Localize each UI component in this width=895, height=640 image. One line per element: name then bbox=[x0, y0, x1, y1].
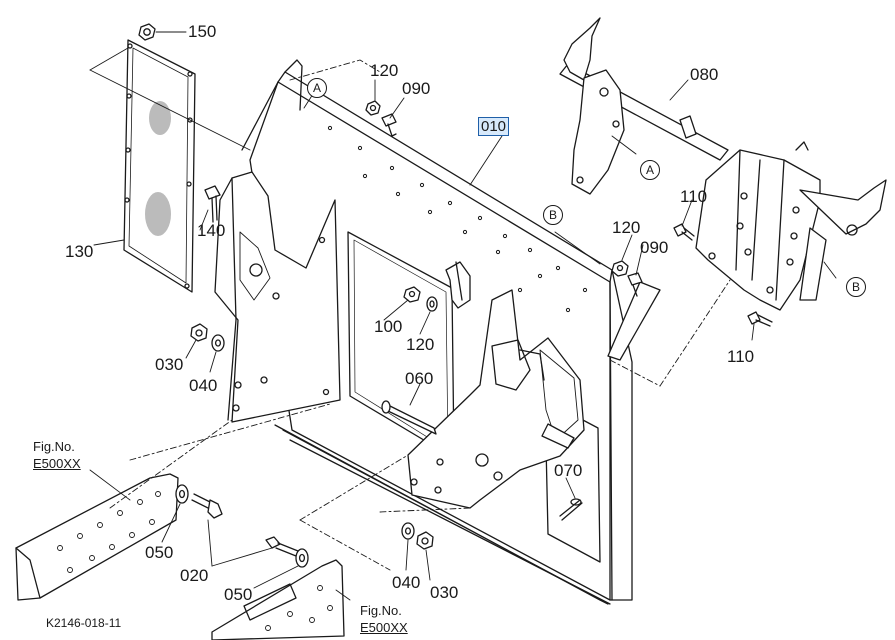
part-label-020[interactable]: 020 bbox=[180, 566, 209, 585]
drawing-id: K2146-018-11 bbox=[46, 616, 122, 630]
washer-050-bottom[interactable] bbox=[295, 548, 309, 568]
part-label-080[interactable]: 080 bbox=[690, 65, 719, 84]
fig-ref-left-title: Fig.No. bbox=[33, 439, 75, 454]
bolt-110-lower[interactable] bbox=[747, 311, 773, 327]
washer-050-left[interactable] bbox=[175, 484, 189, 504]
right-bracket[interactable] bbox=[407, 289, 585, 509]
part-label-050-left[interactable]: 050 bbox=[145, 543, 174, 562]
part-label-100[interactable]: 100 bbox=[374, 317, 403, 336]
split-pin-070[interactable] bbox=[559, 498, 583, 521]
part-label-090-top[interactable]: 090 bbox=[402, 79, 431, 98]
part-label-120-center[interactable]: 120 bbox=[406, 335, 435, 354]
part-label-150[interactable]: 150 bbox=[188, 22, 217, 41]
part-label-040-left[interactable]: 040 bbox=[189, 376, 218, 395]
part-label-030-left[interactable]: 030 bbox=[155, 355, 184, 374]
side-member-left[interactable] bbox=[15, 473, 179, 601]
nut-120-right[interactable] bbox=[611, 260, 629, 277]
nut-030-left[interactable] bbox=[190, 323, 208, 342]
part-label-050-bottom[interactable]: 050 bbox=[224, 585, 253, 604]
nut-100[interactable] bbox=[403, 286, 421, 303]
nut-120-top[interactable] bbox=[365, 100, 381, 116]
part-label-110-upper[interactable]: 110 bbox=[680, 187, 708, 206]
part-label-140[interactable]: 140 bbox=[197, 221, 226, 240]
nut-150[interactable] bbox=[138, 23, 156, 41]
part-label-090-right[interactable]: 090 bbox=[640, 238, 669, 257]
pin-060[interactable] bbox=[381, 400, 437, 435]
bolt-090-top[interactable] bbox=[381, 113, 397, 137]
washer-040-bottom[interactable] bbox=[401, 522, 415, 540]
part-label-010-selected[interactable]: 010 bbox=[478, 117, 510, 136]
clip-bracket[interactable] bbox=[445, 261, 471, 309]
part-label-060[interactable]: 060 bbox=[405, 369, 434, 388]
shaft-080[interactable] bbox=[559, 17, 729, 195]
cover-panel-130[interactable] bbox=[123, 39, 196, 293]
bolt-020-bottom[interactable] bbox=[265, 536, 299, 557]
detail-marker-a-shaft[interactable]: A bbox=[640, 160, 660, 180]
bolt-110-upper[interactable] bbox=[673, 223, 695, 241]
detail-marker-b-frame[interactable]: B bbox=[543, 205, 563, 225]
fig-ref-bottom-link[interactable]: E500XX bbox=[360, 620, 408, 635]
part-label-130[interactable]: 130 bbox=[65, 242, 94, 261]
detail-marker-b-hanger[interactable]: B bbox=[846, 277, 866, 297]
bolt-140[interactable] bbox=[204, 185, 221, 223]
part-label-040-bottom[interactable]: 040 bbox=[392, 573, 421, 592]
right-hanger-assembly[interactable] bbox=[695, 141, 887, 311]
part-label-030-bottom[interactable]: 030 bbox=[430, 583, 459, 602]
fig-ref-left-link[interactable]: E500XX bbox=[33, 456, 81, 471]
bolt-090-right[interactable] bbox=[627, 272, 643, 297]
side-member-bottom[interactable] bbox=[211, 559, 345, 640]
bolt-020-left[interactable] bbox=[191, 493, 223, 519]
part-label-120-right[interactable]: 120 bbox=[612, 218, 641, 237]
washer-120-center[interactable] bbox=[426, 296, 438, 312]
part-label-120-top[interactable]: 120 bbox=[370, 61, 399, 80]
detail-marker-a-frame[interactable]: A bbox=[307, 78, 327, 98]
fig-ref-bottom-title: Fig.No. bbox=[360, 603, 402, 618]
leader-lines bbox=[89, 31, 837, 601]
part-label-070[interactable]: 070 bbox=[554, 461, 583, 480]
washer-040-left[interactable] bbox=[211, 334, 225, 352]
left-bracket[interactable] bbox=[214, 171, 341, 423]
nut-030-bottom[interactable] bbox=[416, 531, 434, 550]
part-label-110-lower[interactable]: 110 bbox=[727, 347, 755, 366]
